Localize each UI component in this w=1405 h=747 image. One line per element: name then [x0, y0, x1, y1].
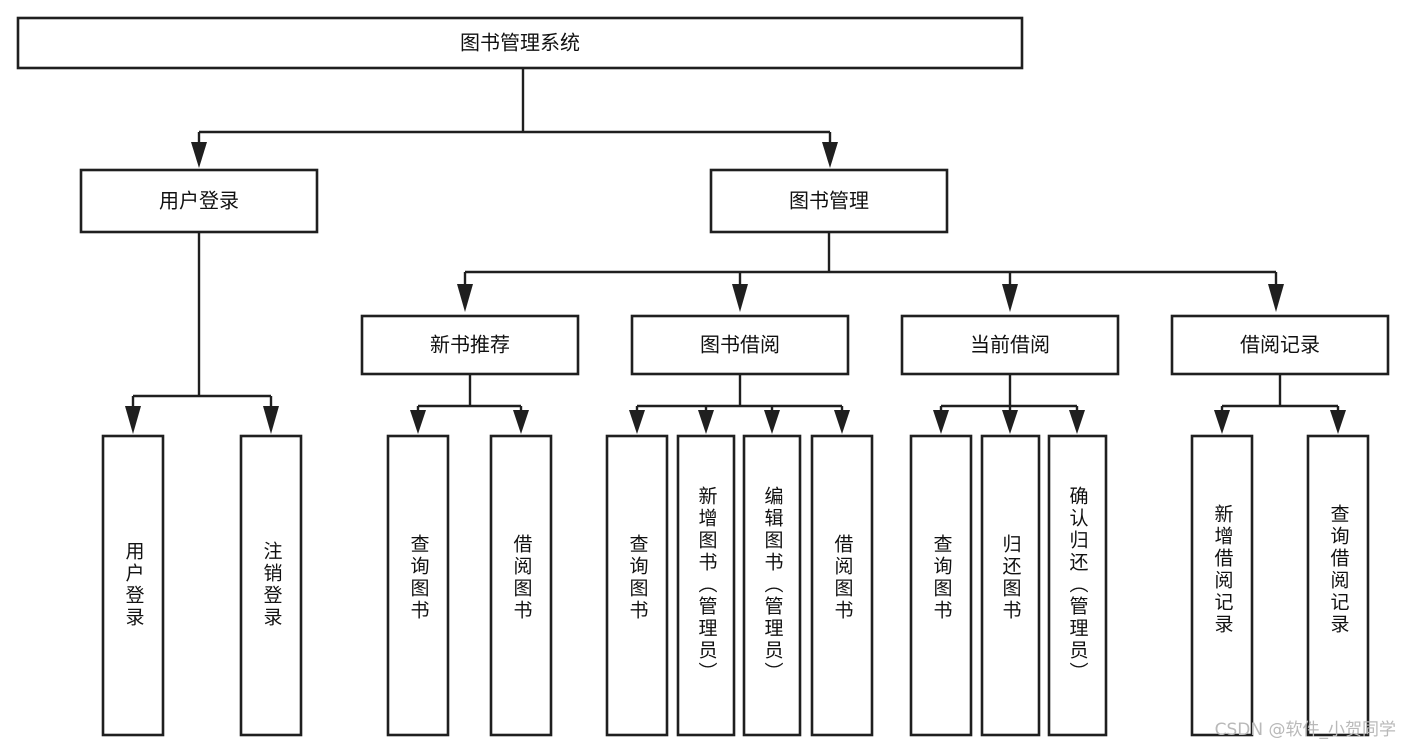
- leaf-add-record[interactable]: 新增借阅记录: [1190, 434, 1254, 737]
- node-current-borrow[interactable]: 当前借阅: [900, 314, 1120, 376]
- node-borrow-record[interactable]: 借阅记录: [1170, 314, 1390, 376]
- arrow-to-leaf-add-record: [1214, 410, 1230, 434]
- leaf-user-login-label: 用户登录: [123, 541, 145, 629]
- leaf-add-book[interactable]: 新增图书（管理员）: [676, 434, 736, 737]
- leaf-logout-box[interactable]: [239, 434, 303, 737]
- leaf-query-book-1[interactable]: 查询图书: [386, 434, 450, 737]
- current-borrow-label: 当前借阅: [970, 333, 1050, 357]
- book-borrow-label: 图书借阅: [700, 333, 780, 357]
- leaf-add-record-box[interactable]: [1190, 434, 1254, 737]
- leaf-borrow-book-1[interactable]: 借阅图书: [489, 434, 553, 737]
- book-manage-box[interactable]: [709, 168, 949, 234]
- borrow-record-label: 借阅记录: [1240, 333, 1320, 357]
- leaf-edit-book-label: 编辑图书（管理员）: [762, 486, 784, 684]
- arrow-to-leaf-confirm-return: [1069, 410, 1085, 434]
- leaf-borrow-book-1-label: 借阅图书: [511, 534, 533, 622]
- user-login-label: 用户登录: [159, 189, 239, 213]
- arrow-to-user-login: [191, 142, 207, 168]
- node-new-book-recommend[interactable]: 新书推荐: [360, 314, 580, 376]
- leaf-add-record-label: 新增借阅记录: [1212, 504, 1234, 636]
- leaf-query-book-1-box[interactable]: [386, 434, 450, 737]
- arrow-to-book-borrow: [732, 284, 748, 312]
- arrow-to-leaf-user-login: [125, 406, 141, 434]
- book-borrow-box[interactable]: [630, 314, 850, 376]
- arrow-to-current-borrow: [1002, 284, 1018, 312]
- leaf-logout[interactable]: 注销登录: [239, 434, 303, 737]
- leaf-confirm-return-box[interactable]: [1047, 434, 1108, 737]
- leaf-return-book[interactable]: 归还图书: [980, 434, 1041, 737]
- arrow-to-leaf-query-book-2: [629, 410, 645, 434]
- leaf-return-book-box[interactable]: [980, 434, 1041, 737]
- node-book-borrow[interactable]: 图书借阅: [630, 314, 850, 376]
- leaf-return-book-label: 归还图书: [1000, 534, 1022, 622]
- arrow-to-leaf-borrow-book-2: [834, 410, 850, 434]
- leaf-query-record[interactable]: 查询借阅记录: [1306, 434, 1370, 737]
- arrow-to-leaf-logout: [263, 406, 279, 434]
- leaf-borrow-book-1-box[interactable]: [489, 434, 553, 737]
- leaf-user-login[interactable]: 用户登录: [101, 434, 165, 737]
- book-manage-label: 图书管理: [789, 189, 869, 213]
- arrow-to-leaf-add-book: [698, 410, 714, 434]
- leaf-edit-book-box[interactable]: [742, 434, 802, 737]
- current-borrow-box[interactable]: [900, 314, 1120, 376]
- leaf-borrow-book-2[interactable]: 借阅图书: [810, 434, 874, 737]
- leaf-edit-book[interactable]: 编辑图书（管理员）: [742, 434, 802, 737]
- watermark-label: CSDN @软件_小贺同学: [1215, 720, 1396, 740]
- leaf-query-book-3-box[interactable]: [909, 434, 973, 737]
- arrow-to-leaf-query-book-3: [933, 410, 949, 434]
- arrow-to-leaf-query-record: [1330, 410, 1346, 434]
- leaf-query-book-3[interactable]: 查询图书: [909, 434, 973, 737]
- leaf-query-record-box[interactable]: [1306, 434, 1370, 737]
- leaf-query-book-2-label: 查询图书: [627, 534, 649, 622]
- leaf-add-book-box[interactable]: [676, 434, 736, 737]
- new-book-recommend-box[interactable]: [360, 314, 580, 376]
- arrow-to-borrow-record: [1268, 284, 1284, 312]
- leaf-query-book-1-label: 查询图书: [408, 534, 430, 622]
- node-root[interactable]: 图书管理系统: [16, 16, 1024, 70]
- leaf-confirm-return-label: 确认归还（管理员）: [1067, 486, 1089, 684]
- node-user-login[interactable]: 用户登录: [79, 168, 319, 234]
- leaf-logout-label: 注销登录: [261, 541, 283, 629]
- arrow-to-new-book-recommend: [457, 284, 473, 312]
- arrow-to-leaf-return-book: [1002, 410, 1018, 434]
- leaf-query-record-label: 查询借阅记录: [1328, 504, 1350, 636]
- node-book-manage[interactable]: 图书管理: [709, 168, 949, 234]
- leaf-query-book-2-box[interactable]: [605, 434, 669, 737]
- leaf-user-login-box[interactable]: [101, 434, 165, 737]
- leaf-query-book-2[interactable]: 查询图书: [605, 434, 669, 737]
- new-book-recommend-label: 新书推荐: [430, 333, 510, 357]
- leaf-confirm-return[interactable]: 确认归还（管理员）: [1047, 434, 1108, 737]
- leaf-borrow-book-2-box[interactable]: [810, 434, 874, 737]
- leaf-query-book-3-label: 查询图书: [931, 534, 953, 622]
- borrow-record-box[interactable]: [1170, 314, 1390, 376]
- arrow-to-leaf-borrow-book-1: [513, 410, 529, 434]
- arrow-to-leaf-edit-book: [764, 410, 780, 434]
- root-label: 图书管理系统: [460, 31, 580, 55]
- arrow-to-book-manage: [822, 142, 838, 168]
- leaf-borrow-book-2-label: 借阅图书: [832, 534, 854, 622]
- leaf-add-book-label: 新增图书（管理员）: [696, 486, 718, 684]
- arrow-to-leaf-query-book-1: [410, 410, 426, 434]
- root-box[interactable]: [16, 16, 1024, 70]
